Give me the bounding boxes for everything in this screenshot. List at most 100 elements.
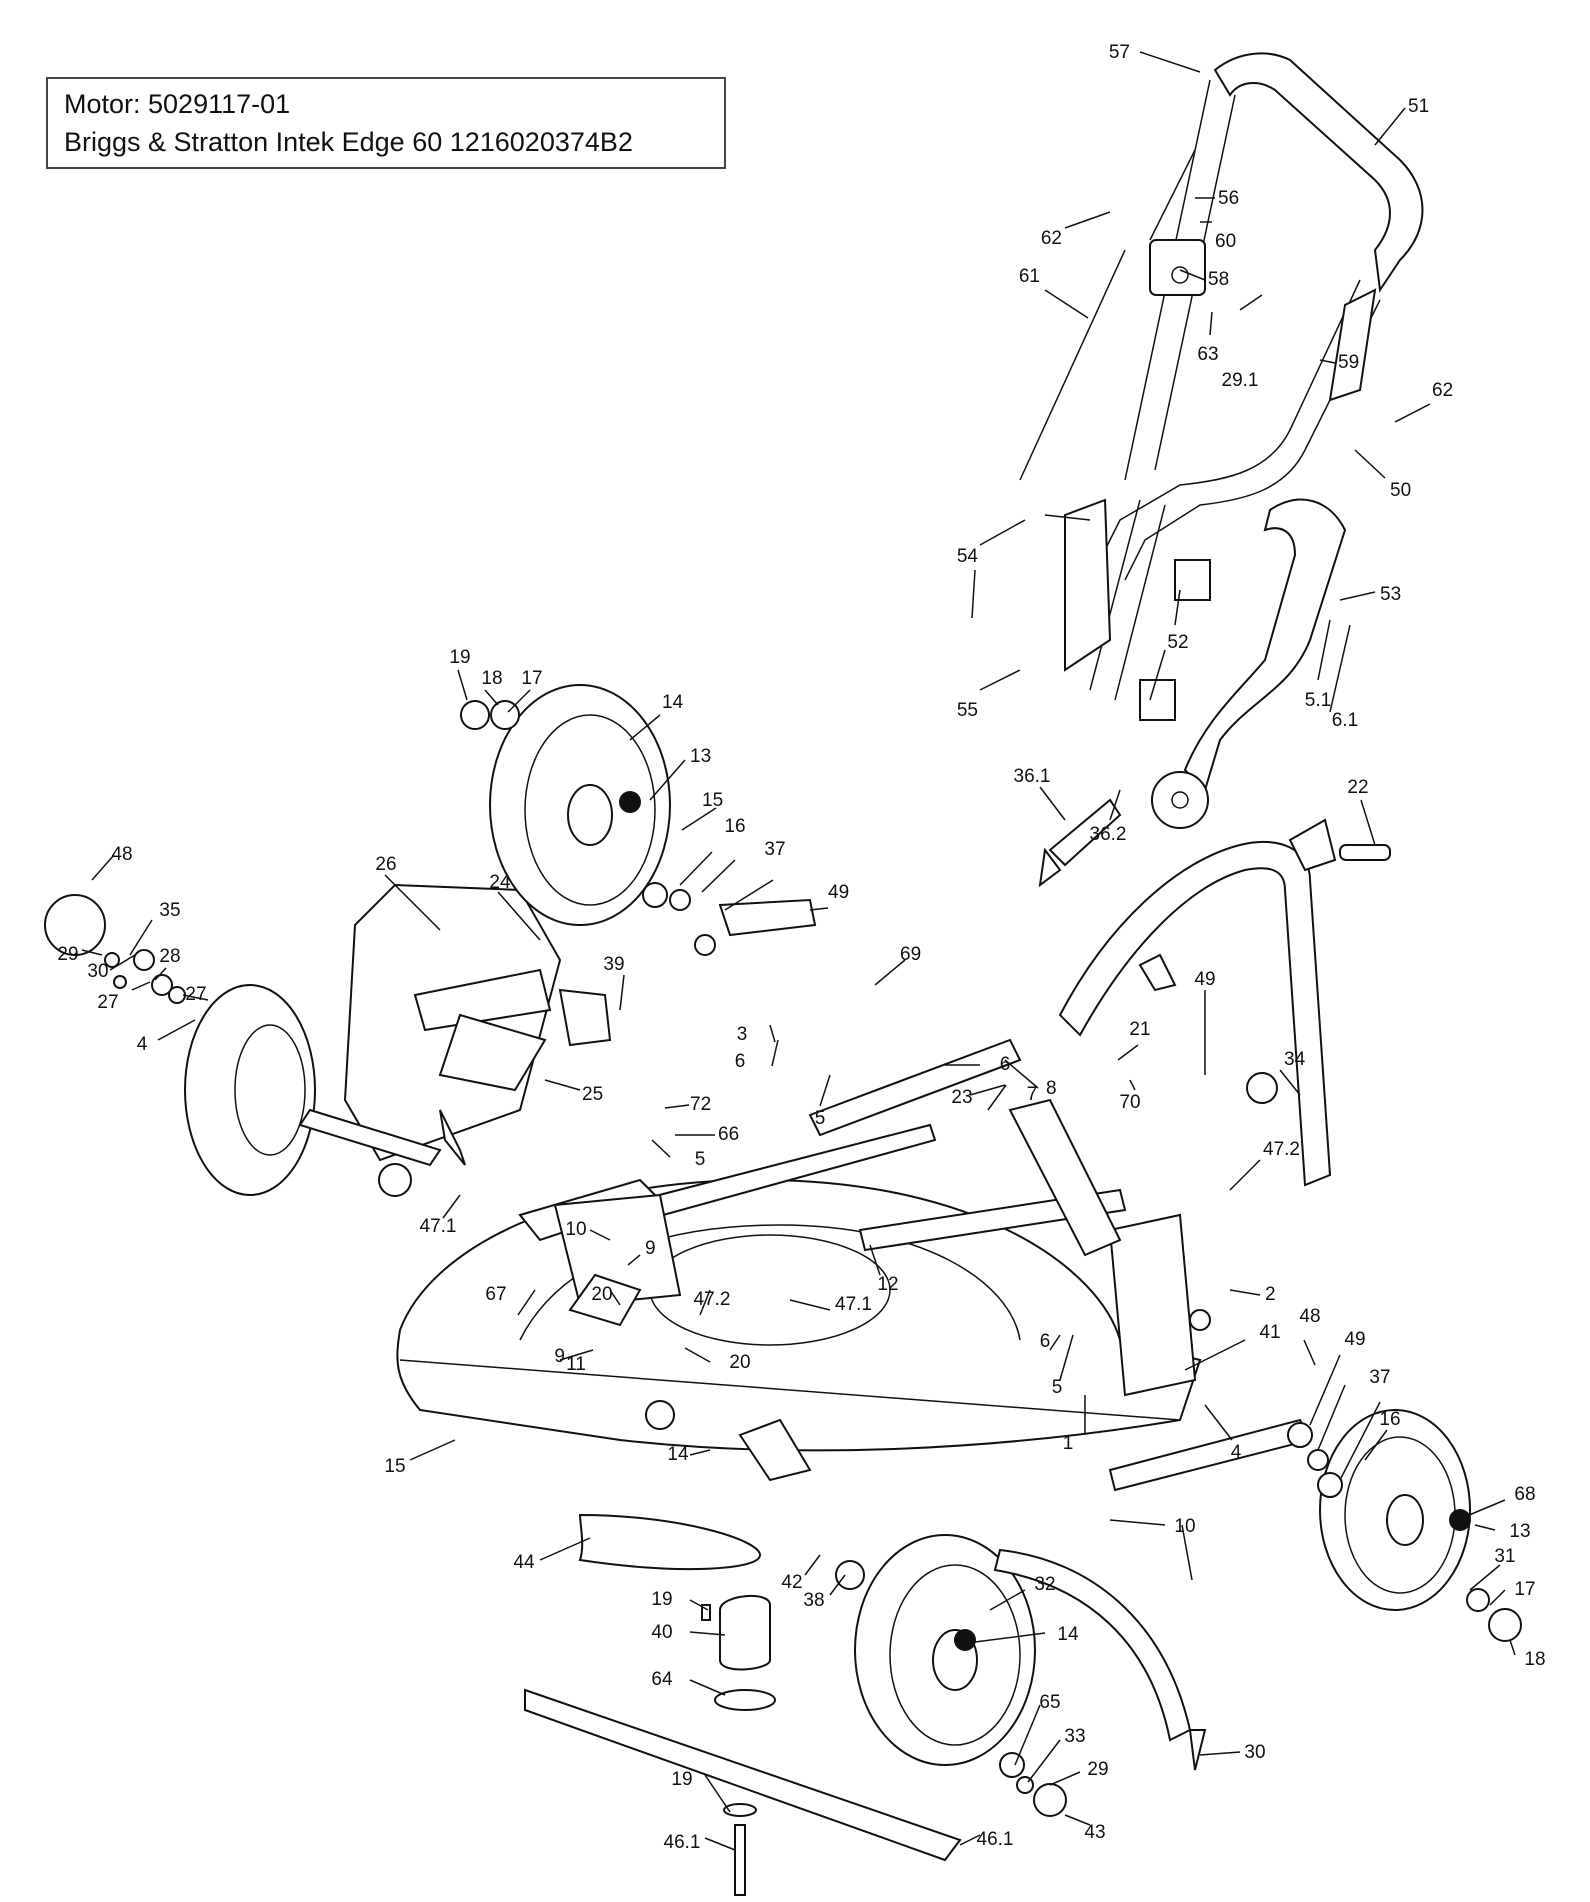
callout-label: 16 — [724, 816, 745, 837]
callout-label: 44 — [513, 1552, 535, 1573]
callout-label: 5 — [1052, 1377, 1063, 1398]
callout-label: 1 — [1063, 1433, 1074, 1454]
callout-label: 53 — [1380, 584, 1401, 605]
wheel-top — [460, 684, 817, 956]
callout-label: 65 — [1039, 1692, 1060, 1713]
callout-label: 49 — [1194, 969, 1215, 990]
motor-number: Motor: 5029117-01 — [64, 89, 291, 119]
callout-label: 69 — [900, 944, 921, 965]
callout-label: 30 — [1244, 1742, 1265, 1763]
callout-label: 46.1 — [664, 1832, 701, 1853]
callout-label: 13 — [690, 746, 711, 767]
callout-label: 6 — [1000, 1054, 1011, 1075]
callout-label: 60 — [1215, 231, 1236, 252]
callout-label: 43 — [1084, 1822, 1105, 1843]
rear-axle-assembly — [184, 883, 612, 1197]
callout-label: 4 — [1231, 1442, 1242, 1463]
callout-label: 6.1 — [1332, 710, 1358, 731]
callout-label: 64 — [651, 1669, 673, 1690]
handle-upper — [1019, 52, 1424, 581]
callout-label: 36.2 — [1090, 824, 1127, 845]
callout-label: 4 — [137, 1034, 148, 1055]
callout-label: 37 — [1369, 1367, 1390, 1388]
callout-label: 29 — [57, 944, 78, 965]
callout-label: 19 — [671, 1769, 692, 1790]
callout-label: 59 — [1338, 352, 1359, 373]
callout-label: 29 — [1087, 1759, 1108, 1780]
callout-label: 47.1 — [420, 1216, 457, 1237]
callout-label: 39 — [603, 954, 624, 975]
callout-label: 28 — [159, 946, 180, 967]
callout-label: 27 — [97, 992, 118, 1013]
leader-lines — [81, 51, 1516, 1851]
wheel-right-front — [1287, 1409, 1522, 1642]
callout-label: 19 — [651, 1589, 672, 1610]
callout-label: 5.1 — [1305, 690, 1331, 711]
callout-label: 47.1 — [835, 1294, 872, 1315]
callout-label: 11 — [566, 1354, 586, 1375]
callout-label: 24 — [489, 872, 511, 893]
callout-label: 9 — [554, 1346, 565, 1367]
callout-label: 33 — [1064, 1726, 1085, 1747]
callout-label: 10 — [1174, 1516, 1195, 1537]
callout-label: 41 — [1259, 1322, 1280, 1343]
callout-label: 17 — [1514, 1579, 1535, 1600]
callout-label: 18 — [1524, 1649, 1545, 1670]
callout-label: 7 — [1027, 1084, 1038, 1105]
callout-label: 20 — [591, 1284, 612, 1305]
callout-label: 18 — [481, 668, 502, 689]
callout-label: 20 — [729, 1352, 750, 1373]
callout-label: 36.1 — [1014, 766, 1051, 787]
blade-and-pulley — [524, 1513, 1207, 1896]
callout-label: 2 — [1265, 1284, 1276, 1305]
callout-label: 10 — [565, 1219, 586, 1240]
wheel-left-rear — [44, 894, 186, 1004]
callout-label: 31 — [1494, 1546, 1515, 1567]
engine-model: Briggs & Stratton Intek Edge 60 12160203… — [64, 127, 633, 157]
callout-label: 16 — [1379, 1409, 1400, 1430]
callout-label: 47.2 — [694, 1289, 731, 1310]
callout-label: 3 — [737, 1024, 748, 1045]
deck — [396, 1038, 1312, 1492]
callout-label: 72 — [690, 1094, 711, 1115]
callout-label: 15 — [702, 790, 723, 811]
callout-label: 17 — [521, 668, 542, 689]
callout-label: 62 — [1041, 228, 1062, 249]
callout-label: 67 — [485, 1284, 506, 1305]
callout-label: 25 — [582, 1084, 603, 1105]
callout-label: 34 — [1284, 1049, 1306, 1070]
callout-label: 55 — [957, 700, 978, 721]
callout-label: 14 — [1057, 1624, 1079, 1645]
callout-label: 56 — [1218, 188, 1239, 209]
callout-label: 21 — [1129, 1019, 1150, 1040]
callout-label: 68 — [1514, 1484, 1535, 1505]
callout-label: 57 — [1109, 42, 1130, 63]
callout-label: 37 — [764, 839, 785, 860]
callout-label: 8 — [1046, 1078, 1057, 1099]
callout-label: 54 — [957, 546, 979, 567]
callout-label: 6 — [735, 1051, 746, 1072]
callout-label: 22 — [1347, 777, 1368, 798]
callout-label: 51 — [1408, 96, 1429, 117]
callout-label: 35 — [159, 900, 180, 921]
callout-label: 47.2 — [1263, 1139, 1300, 1160]
callout-label: 52 — [1167, 632, 1188, 653]
callout-label: 29.1 — [1222, 370, 1259, 391]
callout-label: 26 — [375, 854, 396, 875]
callout-label: 5 — [815, 1108, 826, 1129]
callout-label: 61 — [1019, 266, 1040, 287]
callout-label: 9 — [645, 1238, 656, 1259]
callout-label: 66 — [718, 1124, 739, 1145]
callout-label: 48 — [1299, 1306, 1320, 1327]
callout-label: 19 — [449, 647, 470, 668]
callout-label: 14 — [662, 692, 684, 713]
callout-label: 13 — [1509, 1521, 1530, 1542]
callout-label: 58 — [1208, 269, 1229, 290]
motor-info-box: Motor: 5029117-01 Briggs & Stratton Inte… — [46, 77, 726, 169]
callout-label: 40 — [651, 1622, 672, 1643]
callout-label: 46.1 — [977, 1829, 1014, 1850]
callout-label: 63 — [1197, 344, 1218, 365]
callout-label: 49 — [828, 882, 849, 903]
